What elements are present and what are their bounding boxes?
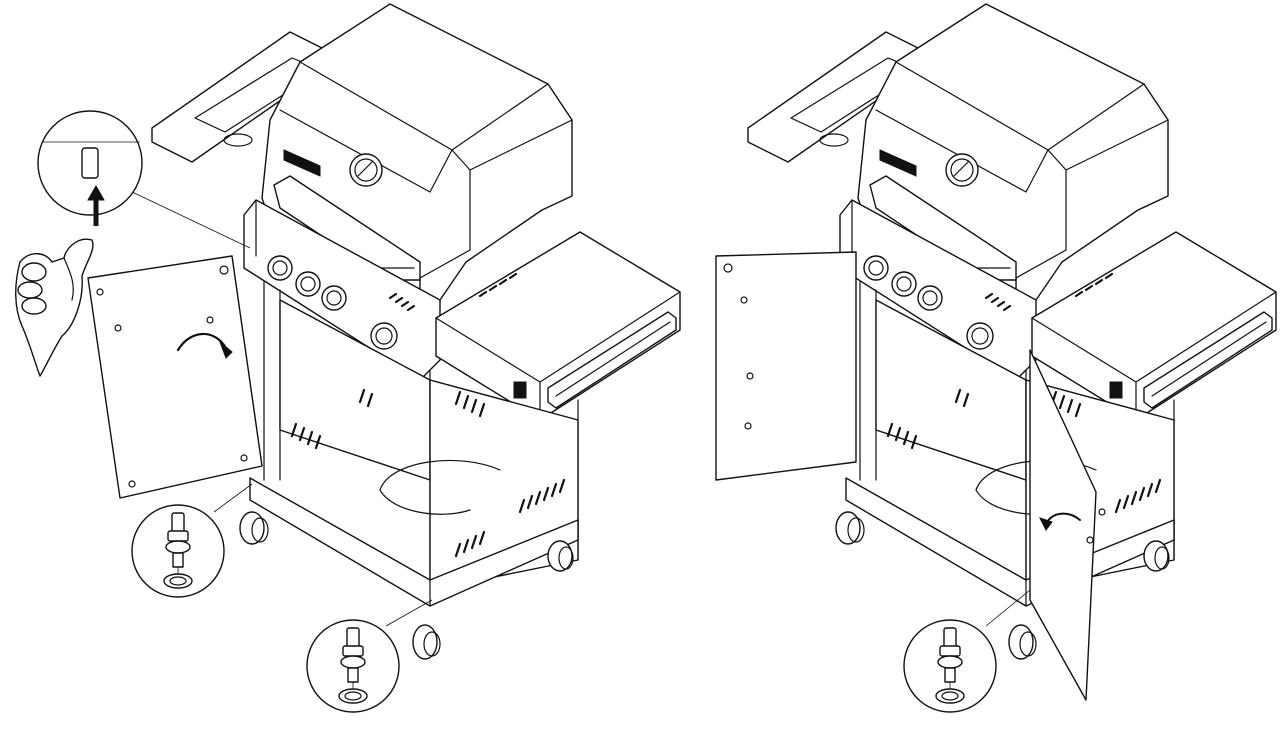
hinge-pin-icon <box>131 483 433 713</box>
door-panel-right-swing <box>1029 349 1106 701</box>
rotation-arrow-icon <box>1039 512 1081 531</box>
door-panel-left-open <box>715 251 857 481</box>
panel-before <box>15 2 682 713</box>
rotation-arrow-icon <box>176 332 233 359</box>
door-panel-icon <box>87 255 263 499</box>
panel-after <box>715 2 1278 713</box>
top-pin-detail <box>37 110 251 249</box>
thumbs-up-icon <box>15 238 94 377</box>
hinge-pin-icon <box>903 589 1031 713</box>
push-up-arrow-icon <box>87 184 105 226</box>
